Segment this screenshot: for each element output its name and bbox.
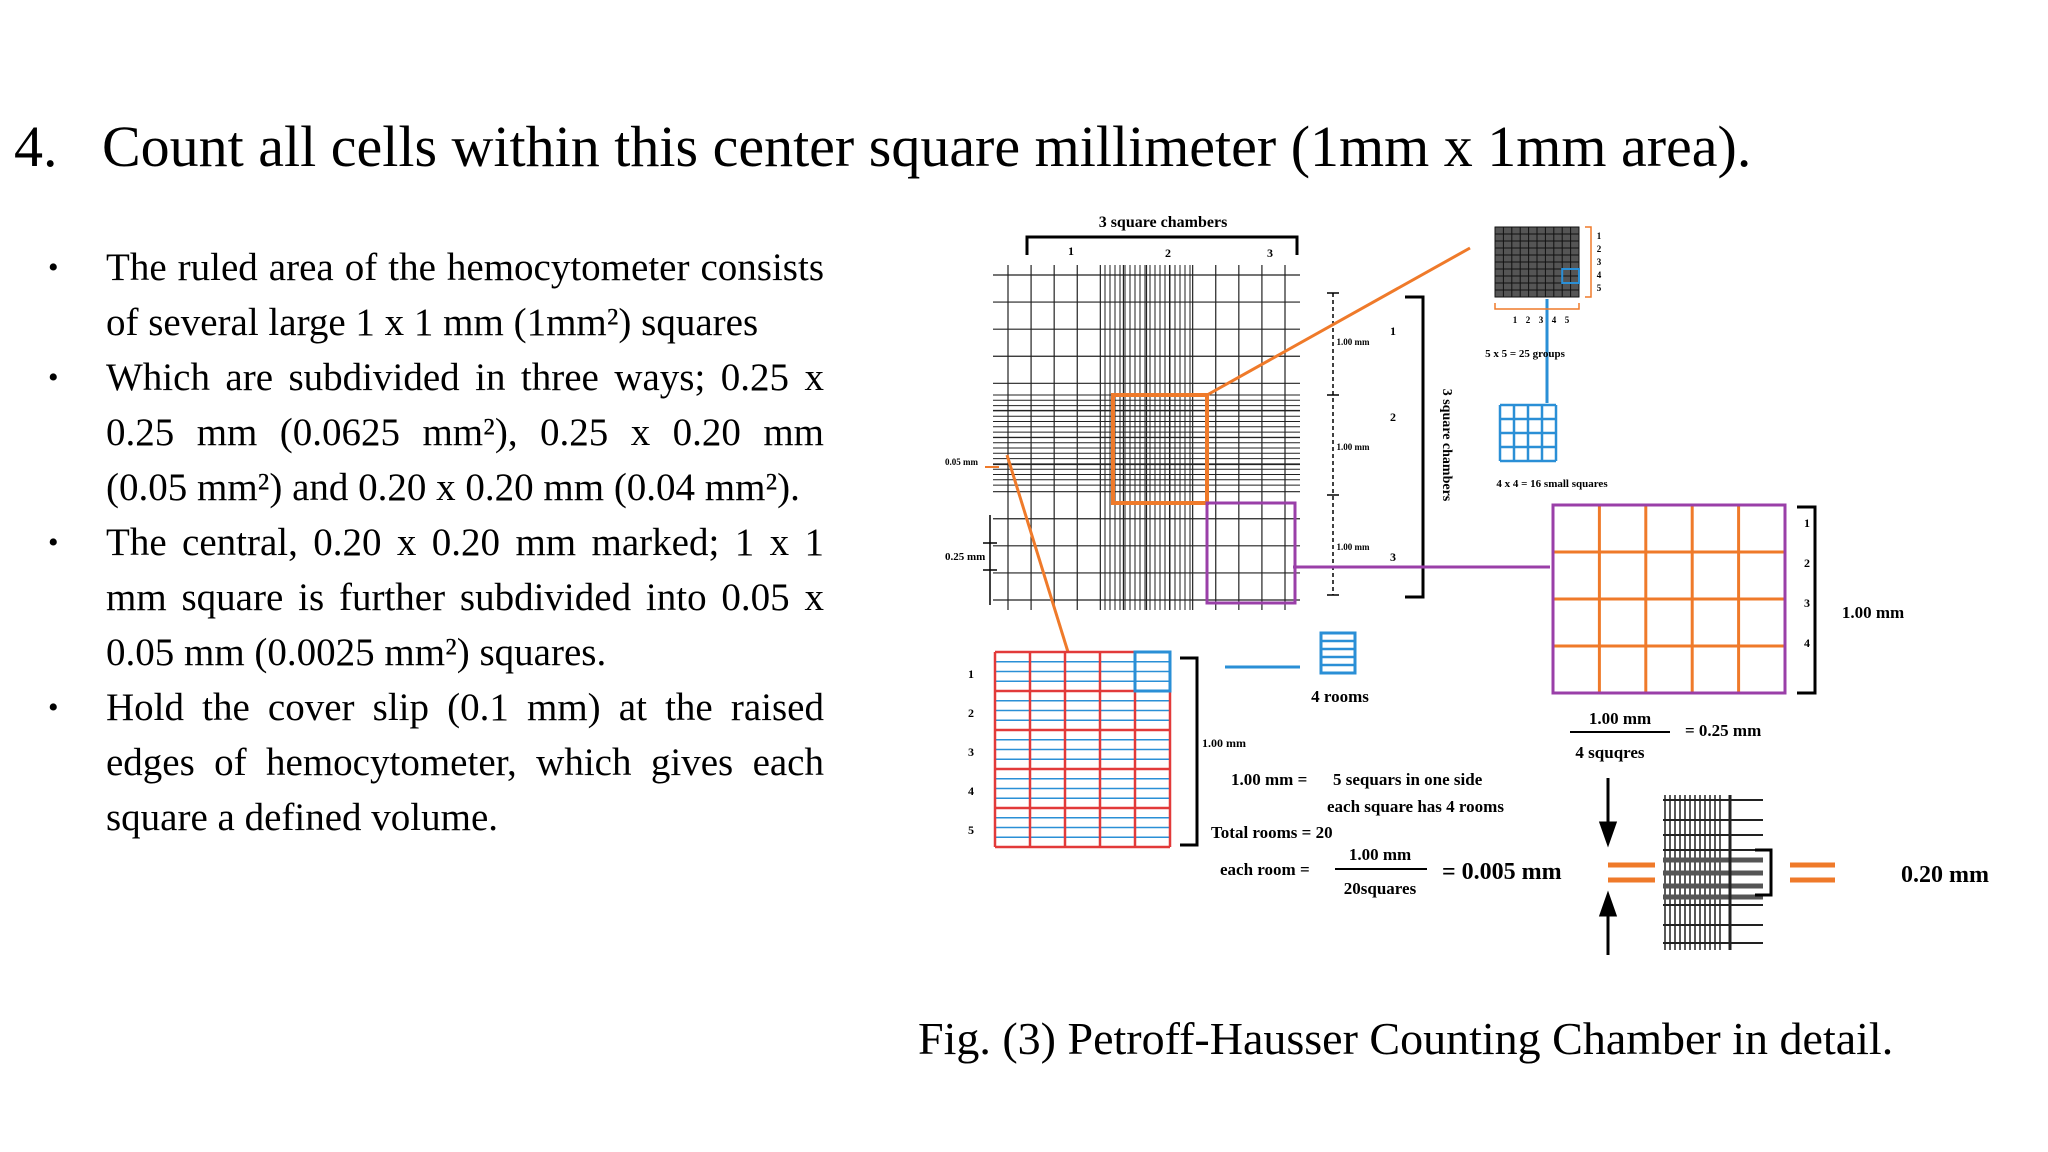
dim-025-marks <box>983 515 997 605</box>
red-grid-side-label: 1.00 mm <box>1202 736 1246 750</box>
bullet-text: The central, 0.20 x 0.20 mm marked; 1 x … <box>106 521 824 674</box>
big-grid-border <box>1551 503 1787 695</box>
groups-row-number: 1 <box>1597 231 1602 241</box>
bullet-text: Which are subdivided in three ways; 0.25… <box>106 356 824 509</box>
bullet-dot: • <box>48 251 59 284</box>
side-bracket <box>1405 295 1425 599</box>
dim-label-2: 1.00 mm <box>1337 442 1370 452</box>
rooms-label: 4 rooms <box>1311 687 1369 706</box>
small-squares-label: 4 x 4 = 16 small squares <box>1496 478 1608 490</box>
side-label: 3 square chambers <box>1439 389 1454 502</box>
bullet-item: • Which are subdivided in three ways; 0.2… <box>44 350 824 515</box>
fine-lines-grid <box>1663 795 1763 950</box>
formula3-den: 20squares <box>1344 879 1417 898</box>
bullet-item: • The ruled area of the hemocytometer con… <box>44 240 824 350</box>
big-grid-side-label: 1.00 mm <box>1842 603 1904 622</box>
groups-col-number: 2 <box>1526 315 1531 325</box>
groups-col-number: 1 <box>1513 315 1518 325</box>
bullet-dot: • <box>48 526 59 559</box>
small-squares-grid <box>1498 403 1558 463</box>
side-number-1: 1 <box>1390 324 1396 338</box>
rooms-icon <box>1319 631 1357 675</box>
big-grid-row-number: 3 <box>1804 596 1810 610</box>
connector-lines <box>1005 246 1550 669</box>
red-grid-row-number: 3 <box>968 745 974 759</box>
hemocytometer-grid <box>993 265 1300 610</box>
rooms-icon-border <box>1319 631 1357 675</box>
red-grid-row-number: 1 <box>968 667 974 681</box>
big-grid-row-number: 1 <box>1804 516 1810 530</box>
top-number-3: 3 <box>1267 246 1273 260</box>
bullet-list: • The ruled area of the hemocytometer con… <box>44 240 824 845</box>
formula3-prefix: each room = <box>1220 860 1310 879</box>
formula3-num: 1.00 mm <box>1349 845 1411 864</box>
center-square-outline <box>1111 393 1209 505</box>
big-orange-grid: 1 2 3 4 <box>1551 503 1810 695</box>
formula1-b: 5 sequars in one side <box>1333 770 1483 789</box>
bullet-dot: • <box>48 361 59 394</box>
bullet-dot: • <box>48 691 59 724</box>
equals-orange-2 <box>1790 862 1835 883</box>
corner-square-outline <box>1205 501 1297 605</box>
big-grid-row-number: 2 <box>1804 556 1810 570</box>
bullet-text: The ruled area of the hemocytometer cons… <box>106 246 824 344</box>
groups-col-number: 4 <box>1552 315 1557 325</box>
top-number-2: 2 <box>1165 246 1171 260</box>
formula1-c: each square has 4 rooms <box>1327 797 1504 816</box>
groups-label: 5 x 5 = 25 groups <box>1485 348 1565 360</box>
top-bracket <box>1025 235 1299 255</box>
top-label: 3 square chambers <box>1099 214 1228 231</box>
red-grid-highlight <box>1133 650 1172 693</box>
dim-label-3: 1.00 mm <box>1337 542 1370 552</box>
bullet-text: Hold the cover slip (0.1 mm) at the rais… <box>106 686 824 839</box>
side-number-3: 3 <box>1390 550 1396 564</box>
big-grid-bracket <box>1797 505 1817 695</box>
groups-row-number: 5 <box>1597 283 1602 293</box>
groups-row-number: 3 <box>1597 257 1602 267</box>
heading-number: 4. <box>14 114 58 179</box>
formula2: Total rooms = 20 <box>1211 823 1333 842</box>
heading-text: Count all cells within this center squar… <box>102 114 1752 179</box>
groups-bottom-bracket <box>1494 303 1580 310</box>
groups-col-number: 3 <box>1539 315 1544 325</box>
groups-row-number: 2 <box>1597 244 1602 254</box>
big-grid-row-number: 4 <box>1804 636 1810 650</box>
dim-label-1: 1.00 mm <box>1337 337 1370 347</box>
frac-result: = 0.25 mm <box>1685 721 1761 740</box>
dim-025-label: 0.25 mm <box>945 551 985 563</box>
dim-005-label: 0.05 mm <box>945 457 978 467</box>
bullet-item: • The central, 0.20 x 0.20 mm marked; 1 x… <box>44 515 824 680</box>
main-grid-dimensions <box>1327 292 1339 596</box>
equals-orange <box>1608 862 1655 883</box>
frac-num: 1.00 mm <box>1589 709 1651 728</box>
result-020: 0.20 mm <box>1901 862 1989 888</box>
page-heading: 4. Count all cells within this center squ… <box>14 112 1751 182</box>
red-rooms-grid: 1 2 3 4 5 <box>968 650 1172 849</box>
groups-row-number: 4 <box>1597 270 1602 280</box>
red-grid-bracket <box>1180 656 1199 847</box>
red-grid-row-number: 4 <box>968 784 974 798</box>
arrows <box>1598 778 1618 955</box>
groups-highlight <box>1561 268 1581 284</box>
fine-lines-bracket <box>1755 848 1773 897</box>
figure-caption: Fig. (3) Petroff-Hausser Counting Chambe… <box>918 1013 1894 1064</box>
counting-chamber-figure: 3 square chambers 1 2 3 1.00 mm 1.00 mm … <box>945 214 1989 955</box>
groups-side-bracket <box>1585 226 1592 298</box>
red-grid-row-number: 5 <box>968 823 974 837</box>
formula3-result: = 0.005 mm <box>1442 859 1562 885</box>
bullet-item: • Hold the cover slip (0.1 mm) at the rai… <box>44 680 824 845</box>
top-number-1: 1 <box>1068 244 1074 258</box>
formula1-a: 1.00 mm = <box>1231 770 1307 789</box>
side-number-2: 2 <box>1390 410 1396 424</box>
red-grid-row-number: 2 <box>968 706 974 720</box>
frac-den: 4 squqres <box>1575 743 1645 762</box>
groups-col-number: 5 <box>1565 315 1570 325</box>
